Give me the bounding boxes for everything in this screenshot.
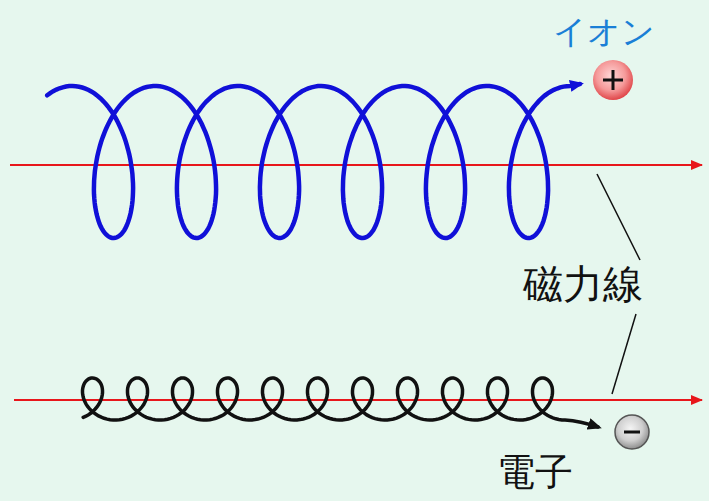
electron-label: 電子 xyxy=(497,452,573,494)
field-line xyxy=(14,399,702,401)
ion-helix xyxy=(47,84,580,238)
ion-particle xyxy=(593,60,633,100)
electron-helix xyxy=(83,378,599,427)
leader-line xyxy=(597,174,640,260)
field-line xyxy=(10,164,702,166)
ion-label: イオン xyxy=(553,14,655,50)
electron-particle xyxy=(615,415,649,449)
leader-line xyxy=(612,314,636,394)
field-line-label: 磁力線 xyxy=(523,262,643,306)
